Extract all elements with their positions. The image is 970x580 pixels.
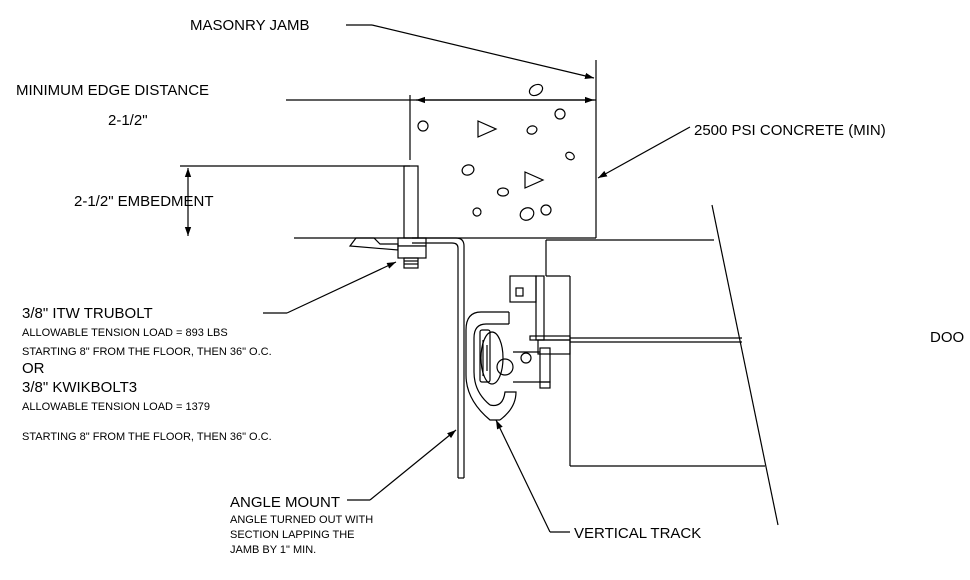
concrete-aggregate: [417, 83, 575, 221]
door-panels: [509, 239, 765, 467]
kwikbolt-spacing: STARTING 8" FROM THE FLOOR, THEN 36" O.C…: [22, 431, 272, 443]
vertical-track-leader: [495, 419, 551, 533]
kwikbolt-title: 3/8" KWIKBOLT3: [22, 379, 137, 396]
angle-mount-leader: [369, 429, 457, 501]
angle-mount-line2: SECTION LAPPING THE: [230, 529, 355, 541]
door-edge-line: [711, 204, 779, 526]
masonry-jamb-leader: [371, 24, 595, 79]
or-label: OR: [22, 360, 45, 377]
angle-mount-title: ANGLE MOUNT: [230, 494, 340, 511]
anchor-bolt: [348, 165, 427, 269]
kwikbolt-load: ALLOWABLE TENSION LOAD = 1379: [22, 401, 210, 413]
angle-mount-line3: JAMB BY 1" MIN.: [230, 544, 316, 556]
trubolt-title: 3/8" ITW TRUBOLT: [22, 305, 153, 322]
edge-value-label: 2-1/2": [108, 112, 148, 129]
door-label: DOO: [930, 329, 964, 346]
masonry-jamb-label: MASONRY JAMB: [190, 17, 309, 34]
concrete-label: 2500 PSI CONCRETE (MIN): [694, 122, 886, 139]
vertical-track-label: VERTICAL TRACK: [574, 525, 701, 542]
angle-mount: [412, 237, 465, 479]
trubolt-leader: [286, 261, 397, 314]
edge-distance-dimension: [286, 95, 594, 160]
embedment-label: 2-1/2" EMBEDMENT: [74, 193, 214, 210]
embedment-dimension: [180, 165, 410, 236]
min-edge-distance-label: MINIMUM EDGE DISTANCE: [16, 82, 209, 99]
trubolt-spacing: STARTING 8" FROM THE FLOOR, THEN 36" O.C…: [22, 346, 272, 358]
angle-mount-line1: ANGLE TURNED OUT WITH: [230, 514, 373, 526]
concrete-leader: [597, 126, 691, 179]
vertical-track: [465, 311, 540, 421]
trubolt-load: ALLOWABLE TENSION LOAD = 893 LBS: [22, 327, 228, 339]
